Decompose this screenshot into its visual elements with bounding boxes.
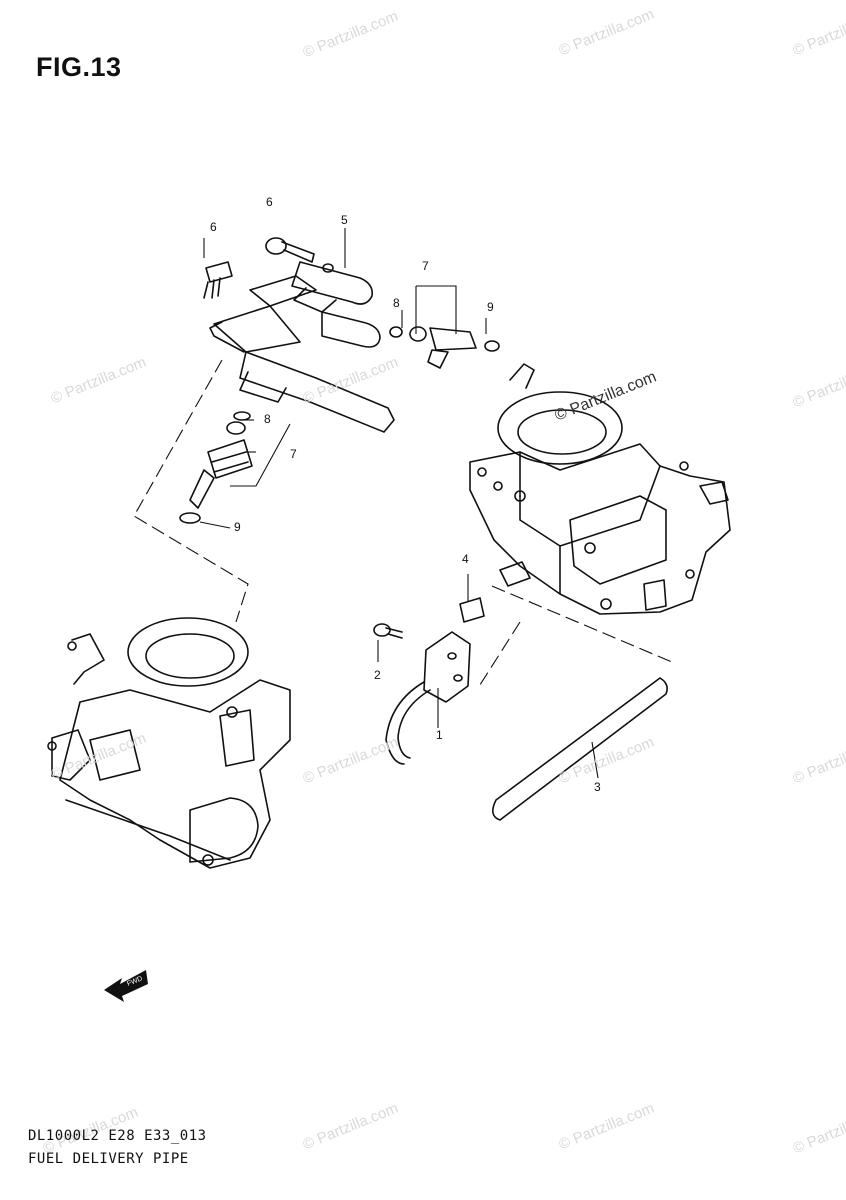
callout-1: 1 xyxy=(436,728,443,742)
fuel-pipe-assembly xyxy=(203,237,395,433)
diagram-code: DL1000L2 E28 E33_013 xyxy=(28,1128,207,1144)
throttle-body-left xyxy=(47,617,291,869)
injector-upper xyxy=(389,326,500,369)
small-parts xyxy=(373,597,668,821)
injector-lower xyxy=(179,411,253,524)
callout-5: 5 xyxy=(341,213,348,227)
callout-6: 6 xyxy=(210,220,217,234)
forward-arrow-icon: FWD xyxy=(104,970,148,1002)
leader-lines xyxy=(133,228,673,779)
callout-7-lower: 7 xyxy=(290,447,297,461)
callout-3: 3 xyxy=(594,780,601,794)
callout-9-lower: 9 xyxy=(234,520,241,534)
callout-6-top: 6 xyxy=(266,195,273,209)
callout-7-upper: 7 xyxy=(422,259,429,273)
figure-title: FIG.13 xyxy=(36,52,122,82)
callout-8-lower: 8 xyxy=(264,412,271,426)
callout-2: 2 xyxy=(374,668,381,682)
callout-4: 4 xyxy=(462,552,469,566)
callout-8-upper: 8 xyxy=(393,296,400,310)
diagram-name: FUEL DELIVERY PIPE xyxy=(28,1151,189,1167)
callout-9-upper: 9 xyxy=(487,300,494,314)
throttle-body-right xyxy=(469,363,731,615)
